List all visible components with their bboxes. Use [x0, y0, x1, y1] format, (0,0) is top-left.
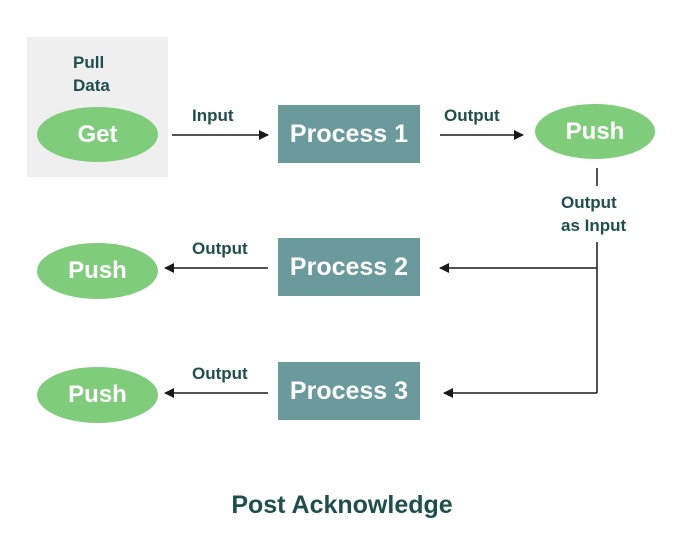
output-edge-label-1: Output	[444, 106, 500, 125]
output-as-input-label: Output as Input	[561, 193, 627, 235]
pull-data-label: Pull Data	[73, 53, 110, 95]
push-bottom-node: Push	[37, 367, 158, 423]
output-edge-label-3: Output	[192, 364, 248, 383]
process-1-node: Process 1	[278, 105, 420, 163]
process-3-node: Process 3	[278, 362, 420, 420]
push-mid-node: Push	[37, 243, 158, 299]
input-edge-label: Input	[192, 106, 234, 125]
process-2-node: Process 2	[278, 238, 420, 296]
push-top-node: Push	[535, 104, 655, 159]
diagram-title: Post Acknowledge	[231, 491, 453, 519]
get-node: Get	[37, 107, 158, 162]
output-edge-label-2: Output	[192, 239, 248, 258]
